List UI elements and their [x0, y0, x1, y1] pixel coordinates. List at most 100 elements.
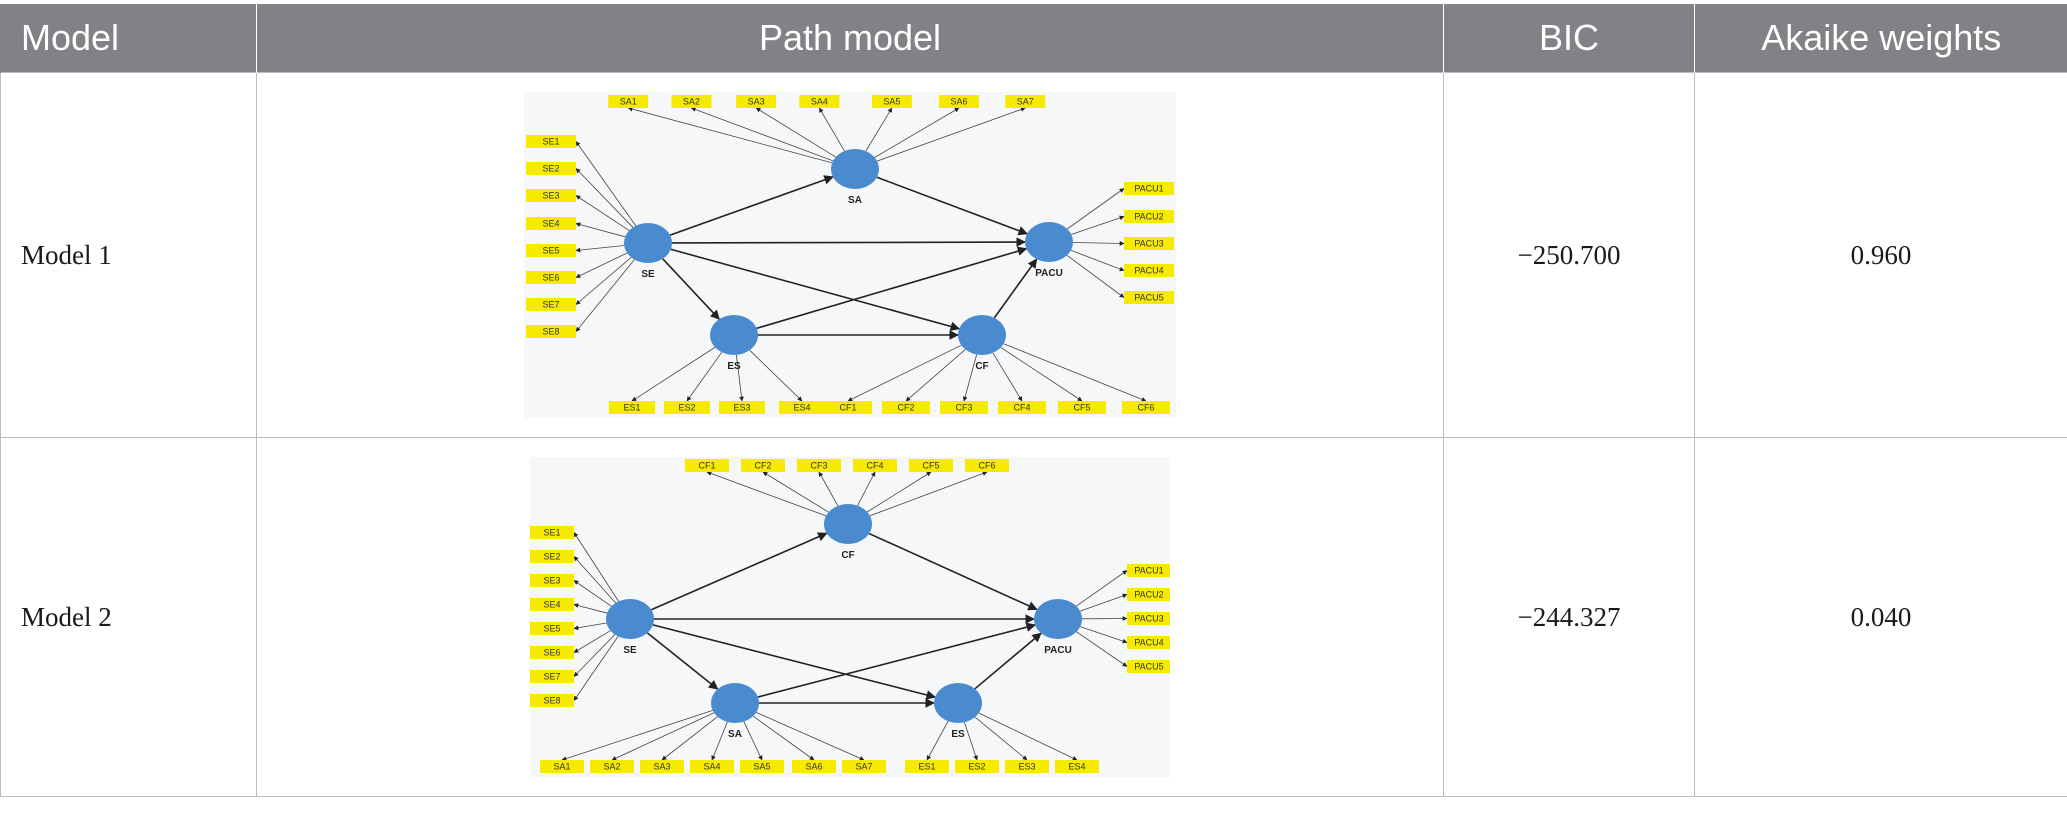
model-name: Model 2 — [0, 437, 257, 797]
indicator-link — [964, 722, 978, 761]
indicator-box — [740, 760, 784, 773]
indicator-box — [736, 95, 777, 108]
header-bic: BIC — [1443, 4, 1695, 73]
latent-label: ES — [727, 361, 741, 372]
indicator-box — [797, 459, 841, 472]
indicator-label: CF4 — [866, 461, 883, 471]
indicator-link — [573, 580, 612, 607]
indicator-box — [1124, 264, 1174, 277]
indicator-label: CF3 — [810, 461, 827, 471]
indicator-label: PACU3 — [1134, 614, 1163, 624]
header-row: Model Path model BIC Akaike weights — [0, 4, 2067, 73]
indicator-box — [1122, 401, 1170, 414]
indicator-label: SE8 — [542, 327, 559, 337]
latent-label: SE — [641, 269, 655, 280]
indicator-box — [690, 760, 734, 773]
indicator-label: SE3 — [542, 191, 559, 201]
latent-node — [711, 683, 759, 723]
structural-path — [993, 258, 1038, 319]
indicator-label: SE1 — [543, 528, 560, 538]
indicator-link — [631, 346, 716, 402]
indicator-link — [926, 721, 949, 761]
indicator-box — [1124, 291, 1174, 304]
indicator-link — [575, 245, 625, 253]
indicator-label: CF1 — [698, 461, 715, 471]
indicator-link — [974, 716, 1028, 761]
indicator-box — [955, 760, 999, 773]
structural-path — [876, 176, 1029, 236]
indicator-box — [530, 550, 574, 563]
indicator-link — [749, 349, 803, 402]
indicator-box — [1127, 612, 1170, 625]
indicator-label: PACU2 — [1134, 590, 1163, 600]
indicator-box — [530, 574, 574, 587]
akaike-weight-value: 0.040 — [1694, 437, 2067, 797]
latent-label: PACU — [1044, 645, 1072, 656]
indicator-label: SA2 — [603, 762, 620, 772]
indicator-box — [965, 459, 1009, 472]
indicator-label: CF3 — [955, 403, 972, 413]
indicator-label: SE2 — [542, 164, 559, 174]
indicator-link — [611, 712, 715, 761]
indicator-label: PACU5 — [1134, 293, 1163, 303]
indicator-box — [526, 271, 576, 284]
indicator-label: ES4 — [1068, 762, 1085, 772]
indicator-link — [561, 709, 713, 761]
structural-path — [868, 532, 1038, 611]
indicator-box — [1058, 401, 1106, 414]
indicator-box — [1005, 95, 1046, 108]
indicator-box — [530, 526, 574, 539]
indicator-label: SA7 — [855, 762, 872, 772]
indicator-label: PACU2 — [1134, 212, 1163, 222]
structural-path — [669, 175, 834, 236]
indicator-label: SE7 — [543, 672, 560, 682]
indicator-box — [526, 217, 576, 230]
structural-path — [974, 632, 1042, 690]
indicator-label: SA4 — [811, 97, 828, 107]
indicator-label: CF5 — [922, 461, 939, 471]
indicator-label: SE1 — [542, 137, 559, 147]
indicator-link — [1072, 241, 1125, 246]
indicator-label: ES1 — [623, 403, 640, 413]
indicator-link — [876, 107, 1026, 162]
indicator-link — [573, 630, 611, 653]
indicator-box — [1005, 760, 1049, 773]
indicator-box — [530, 622, 574, 635]
indicator-box — [530, 694, 574, 707]
indicator-box — [685, 459, 729, 472]
indicator-label: CF4 — [1013, 403, 1030, 413]
indicator-box — [1127, 660, 1170, 673]
indicator-link — [575, 195, 630, 231]
indicator-box — [779, 401, 825, 414]
indicator-link — [755, 107, 836, 158]
indicator-label: CF6 — [1137, 403, 1154, 413]
indicator-box — [882, 401, 930, 414]
latent-node — [1025, 222, 1073, 262]
indicator-label: ES2 — [678, 403, 695, 413]
indicator-box — [590, 760, 634, 773]
indicator-box — [1127, 564, 1170, 577]
indicator-box — [842, 760, 886, 773]
indicator-link — [847, 344, 962, 402]
indicator-box — [741, 459, 785, 472]
indicator-box — [526, 325, 576, 338]
indicator-link — [711, 721, 728, 761]
indicator-box — [526, 189, 576, 202]
indicator-label: CF2 — [897, 403, 914, 413]
indicator-link — [627, 106, 833, 164]
indicator-box — [664, 401, 710, 414]
indicator-label: SE5 — [543, 624, 560, 634]
latent-node — [1034, 599, 1082, 639]
indicator-link — [686, 351, 723, 402]
indicator-link — [1067, 188, 1125, 230]
indicator-label: ES1 — [918, 762, 935, 772]
indicator-box — [530, 670, 574, 683]
indicator-link — [905, 349, 966, 402]
indicator-box — [799, 95, 840, 108]
indicator-link — [874, 107, 960, 158]
model-comparison-table: Model Path model BIC Akaike weights Mode… — [0, 4, 2067, 797]
indicator-label: CF5 — [1073, 403, 1090, 413]
structural-path — [652, 624, 936, 700]
indicator-box — [608, 95, 649, 108]
indicator-label: SA4 — [703, 762, 720, 772]
